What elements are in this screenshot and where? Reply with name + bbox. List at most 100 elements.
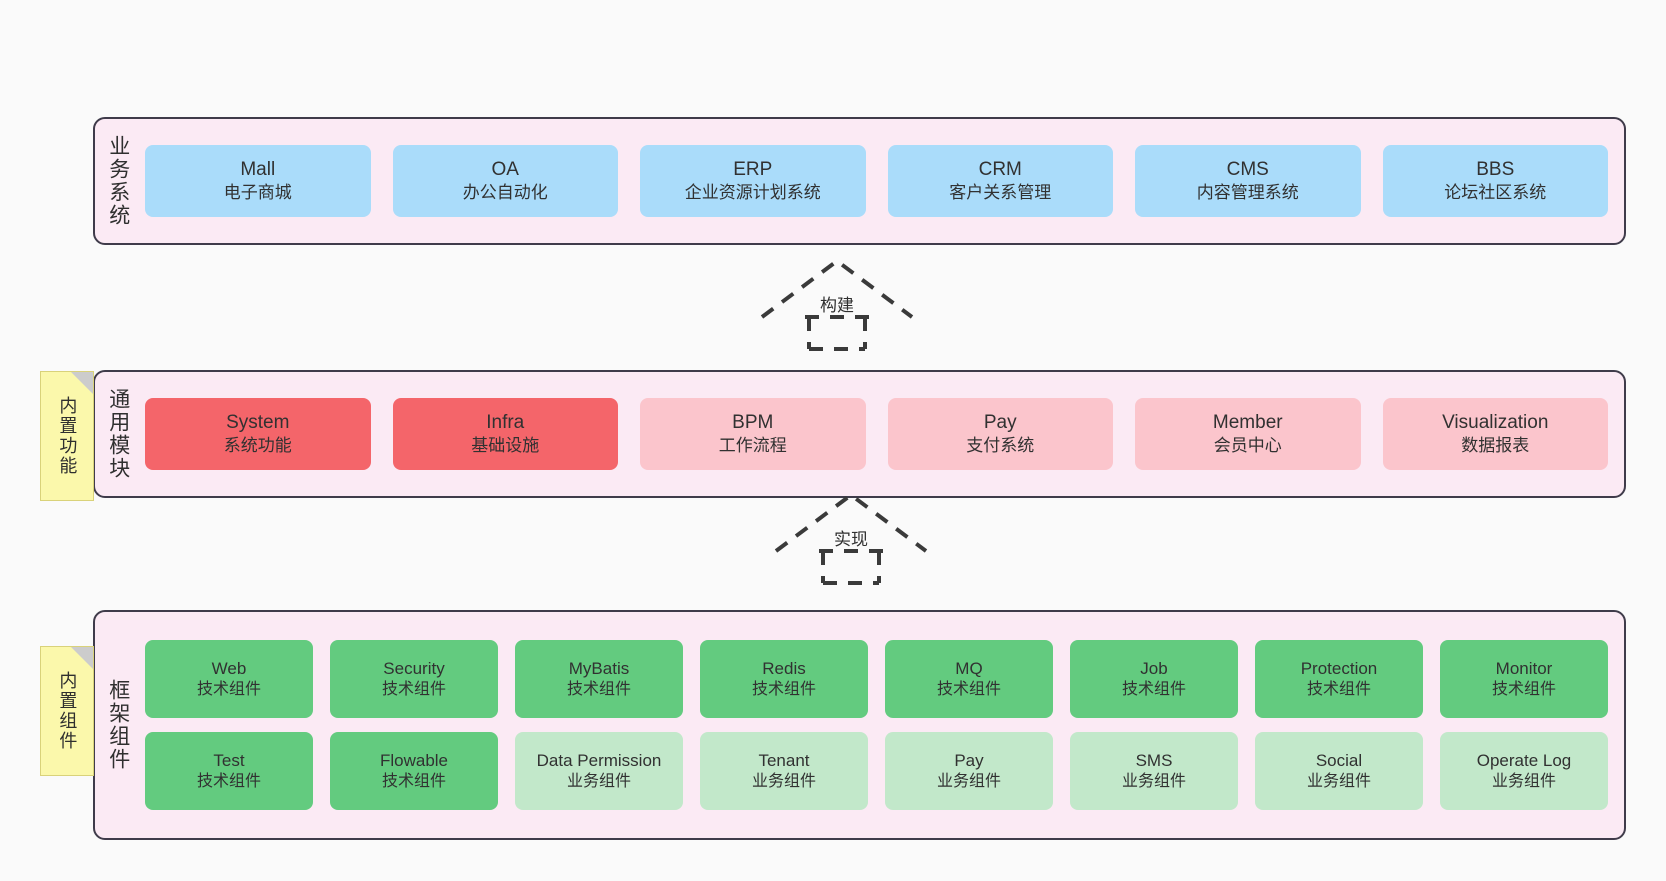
card-subtitle: 办公自动化	[462, 183, 548, 203]
dashed-generalization-arrow-icon	[760, 258, 914, 351]
card-title: CRM	[978, 158, 1022, 180]
component-card-operate-log[interactable]: Operate Log 业务组件	[1440, 732, 1608, 810]
component-card-protection[interactable]: Protection 技术组件	[1255, 640, 1423, 718]
card-title: System	[226, 411, 290, 433]
card-title: Protection	[1300, 658, 1378, 678]
card-title: MyBatis	[568, 658, 630, 678]
card-subtitle: 技术组件	[751, 680, 816, 698]
card-title: Tenant	[758, 750, 810, 770]
component-card-flowable[interactable]: Flowable 技术组件	[330, 732, 498, 810]
card-subtitle: 业务组件	[1491, 772, 1556, 790]
card-subtitle: 系统功能	[223, 436, 292, 456]
card-subtitle: 技术组件	[1121, 680, 1186, 698]
card-title: Pay	[954, 750, 984, 770]
card-title: OA	[491, 158, 519, 180]
card-subtitle: 内容管理系统	[1196, 183, 1299, 203]
framework-tech-row: Web 技术组件 Security 技术组件 MyBatis 技术组件 Redi…	[145, 640, 1608, 718]
card-title: BBS	[1476, 158, 1515, 180]
component-card-web[interactable]: Web 技术组件	[145, 640, 313, 718]
component-card-data-permission[interactable]: Data Permission 业务组件	[515, 732, 683, 810]
card-title: Redis	[762, 658, 806, 678]
card-subtitle: 技术组件	[381, 680, 446, 698]
component-card-mq[interactable]: MQ 技术组件	[885, 640, 1053, 718]
card-title: MQ	[955, 658, 983, 678]
card-title: Mall	[240, 158, 276, 180]
card-title: Social	[1315, 750, 1363, 770]
card-subtitle: 基础设施	[471, 436, 540, 456]
layer-body-business: Mall 电子商城 OA 办公自动化 ERP 企业资源计划系统 CRM 客户关系…	[141, 119, 1624, 243]
connector-label-build: 构建	[820, 296, 854, 315]
module-card-pay[interactable]: Pay 支付系统	[887, 398, 1113, 470]
component-card-pay[interactable]: Pay 业务组件	[885, 732, 1053, 810]
card-subtitle: 数据报表	[1461, 436, 1530, 456]
card-title: Test	[213, 750, 245, 770]
card-title: Operate Log	[1476, 750, 1572, 770]
card-subtitle: 支付系统	[966, 436, 1035, 456]
note-text: 内置组件	[57, 671, 78, 751]
module-card-bpm[interactable]: BPM 工作流程	[640, 398, 866, 470]
card-title: Web	[211, 658, 247, 678]
card-subtitle: 技术组件	[1306, 680, 1371, 698]
note-builtin-features: 内置功能	[40, 371, 94, 501]
card-subtitle: 技术组件	[566, 680, 631, 698]
component-card-social[interactable]: Social 业务组件	[1255, 732, 1423, 810]
card-title: BPM	[732, 411, 774, 433]
module-card-system[interactable]: System 系统功能	[145, 398, 371, 470]
business-card-row: Mall 电子商城 OA 办公自动化 ERP 企业资源计划系统 CRM 客户关系…	[145, 145, 1608, 217]
component-card-security[interactable]: Security 技术组件	[330, 640, 498, 718]
card-subtitle: 业务组件	[936, 772, 1001, 790]
dashed-generalization-arrow-icon	[774, 492, 928, 585]
card-subtitle: 论坛社区系统	[1444, 183, 1547, 203]
connector-build: 构建	[752, 253, 922, 353]
card-title: Monitor	[1495, 658, 1553, 678]
component-card-monitor[interactable]: Monitor 技术组件	[1440, 640, 1608, 718]
layer-framework-components: 框架组件 Web 技术组件 Security 技术组件 MyBatis 技术组件…	[93, 610, 1626, 840]
layer-title-business: 业务系统	[106, 135, 130, 227]
card-subtitle: 技术组件	[936, 680, 1001, 698]
note-text: 内置功能	[57, 396, 78, 476]
card-subtitle: 技术组件	[196, 680, 261, 698]
card-subtitle: 电子商城	[223, 183, 292, 203]
card-subtitle: 技术组件	[196, 772, 261, 790]
card-title: SMS	[1135, 750, 1173, 770]
layer-business-systems: 业务系统 Mall 电子商城 OA 办公自动化 ERP 企业资源计划系统 CRM…	[93, 117, 1626, 245]
component-card-tenant[interactable]: Tenant 业务组件	[700, 732, 868, 810]
card-title: Visualization	[1442, 411, 1549, 433]
card-title: Pay	[983, 411, 1017, 433]
card-subtitle: 业务组件	[566, 772, 631, 790]
module-card-visualization[interactable]: Visualization 数据报表	[1382, 398, 1608, 470]
business-card-erp[interactable]: ERP 企业资源计划系统	[640, 145, 866, 217]
card-title: ERP	[733, 158, 773, 180]
business-card-crm[interactable]: CRM 客户关系管理	[887, 145, 1113, 217]
module-card-infra[interactable]: Infra 基础设施	[392, 398, 618, 470]
module-card-member[interactable]: Member 会员中心	[1135, 398, 1361, 470]
business-card-cms[interactable]: CMS 内容管理系统	[1135, 145, 1361, 217]
business-card-bbs[interactable]: BBS 论坛社区系统	[1382, 145, 1608, 217]
component-card-sms[interactable]: SMS 业务组件	[1070, 732, 1238, 810]
business-card-oa[interactable]: OA 办公自动化	[392, 145, 618, 217]
layer-body-framework: Web 技术组件 Security 技术组件 MyBatis 技术组件 Redi…	[141, 612, 1624, 838]
component-card-job[interactable]: Job 技术组件	[1070, 640, 1238, 718]
card-subtitle: 会员中心	[1213, 436, 1282, 456]
card-subtitle: 业务组件	[1121, 772, 1186, 790]
module-card-row: System 系统功能 Infra 基础设施 BPM 工作流程 Pay 支付系统…	[145, 398, 1608, 470]
card-subtitle: 客户关系管理	[949, 183, 1052, 203]
card-title: Member	[1212, 411, 1283, 433]
card-subtitle: 业务组件	[751, 772, 816, 790]
card-title: Data Permission	[536, 750, 662, 770]
component-card-redis[interactable]: Redis 技术组件	[700, 640, 868, 718]
framework-business-row: Test 技术组件 Flowable 技术组件 Data Permission …	[145, 732, 1608, 810]
component-card-test[interactable]: Test 技术组件	[145, 732, 313, 810]
card-title: CMS	[1226, 158, 1269, 180]
card-subtitle: 技术组件	[381, 772, 446, 790]
card-subtitle: 技术组件	[1491, 680, 1556, 698]
business-card-mall[interactable]: Mall 电子商城	[145, 145, 371, 217]
component-card-mybatis[interactable]: MyBatis 技术组件	[515, 640, 683, 718]
layer-title-common: 通用模块	[106, 388, 130, 480]
card-subtitle: 工作流程	[718, 436, 787, 456]
card-title: Security	[383, 658, 445, 678]
note-builtin-components: 内置组件	[40, 646, 94, 776]
card-title: Flowable	[379, 750, 449, 770]
connector-implement: 实现	[766, 487, 936, 587]
